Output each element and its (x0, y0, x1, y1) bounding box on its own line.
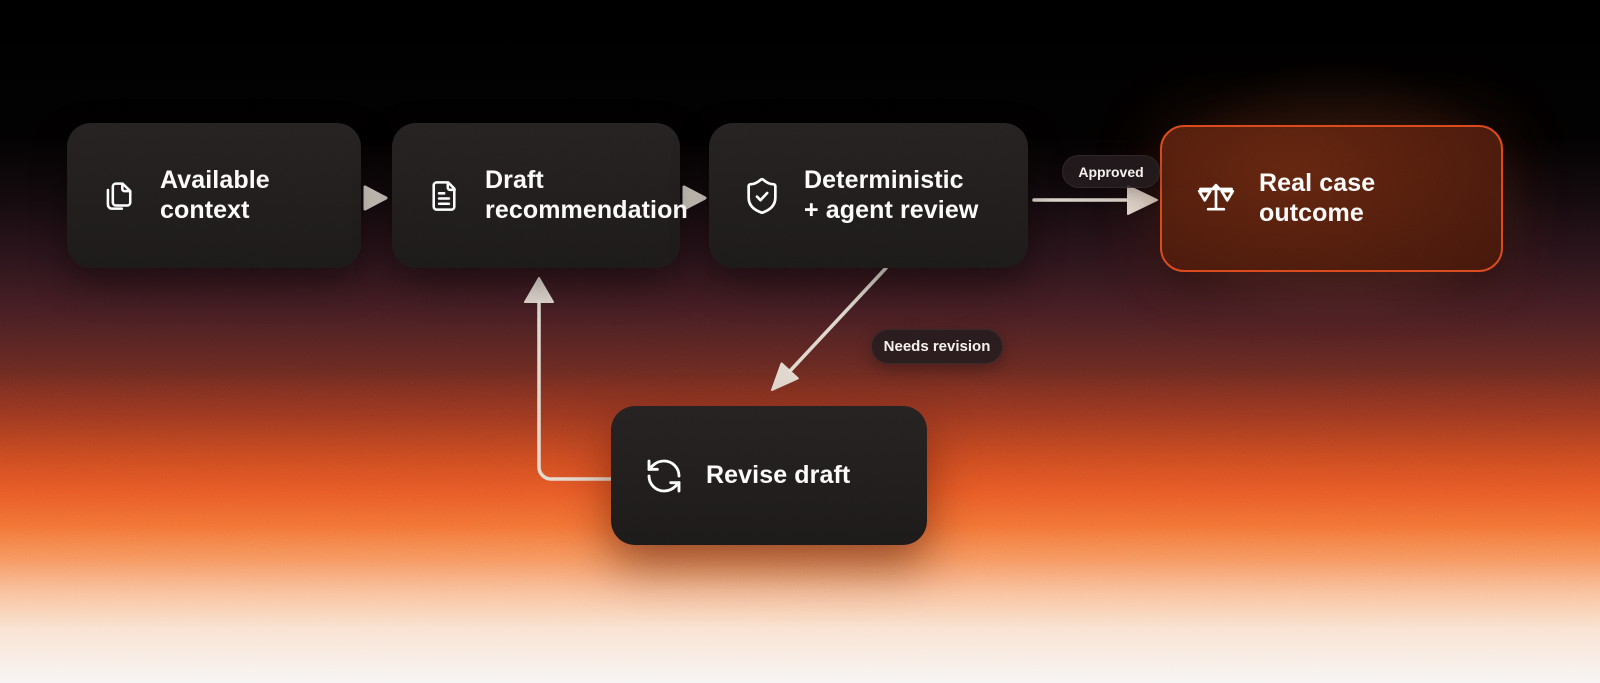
node-label: Real case outcome (1259, 169, 1376, 227)
node-revise-draft: Revise draft (611, 406, 927, 545)
revise-loop-arrowhead (524, 277, 554, 303)
file-text-icon (432, 180, 456, 211)
needs-revision-badge: Needs revision (871, 329, 1003, 364)
node-label: Draft recommendation (485, 166, 688, 224)
node-real-case-outcome: Real case outcome (1160, 125, 1503, 272)
node-available-context: Available context (67, 123, 361, 268)
node-draft-recommendation: Draft recommendation (392, 123, 688, 268)
revise-loop-line (537, 300, 613, 481)
node-deterministic-agent-review: Deterministic + agent review (709, 123, 1028, 268)
approved-badge: Approved (1062, 155, 1160, 188)
shield-check-icon (747, 177, 777, 214)
scales-icon (1197, 183, 1235, 211)
copy-icon (106, 181, 132, 210)
node-label: Deterministic + agent review (804, 166, 979, 224)
node-label: Available context (160, 166, 270, 224)
needs-revision-arrow-line (788, 266, 888, 373)
flow-arrowhead-1 (363, 185, 388, 211)
needs-revision-arrowhead (771, 362, 799, 391)
node-label: Revise draft (706, 460, 851, 489)
approved-arrowhead (1127, 185, 1158, 215)
approved-badge-label: Approved (1078, 163, 1144, 180)
refresh-icon (647, 459, 681, 492)
needs-revision-badge-label: Needs revision (883, 338, 991, 355)
